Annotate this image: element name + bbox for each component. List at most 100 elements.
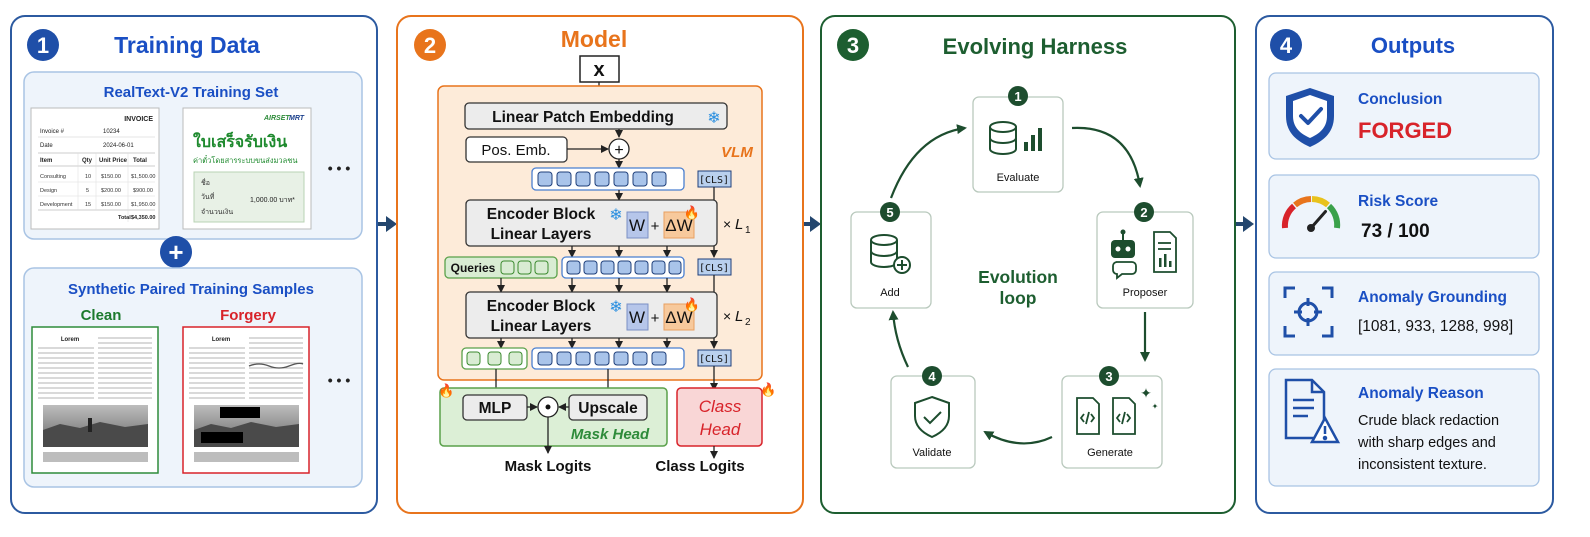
database-chart-icon [989,121,1042,155]
step-generate: 3 ✦ ✦ Generate [1061,366,1163,469]
more-samples-ellipsis: • • • [328,372,351,388]
receipt-brand-logo: AIRSET [263,115,290,122]
risk-score-value: 73 / 100 [1361,221,1430,242]
invoice-col-header: Total [133,158,147,164]
patch-embedding-block [464,102,728,130]
receipt-line: ชื่อ [201,178,210,187]
fire-icon: 🔥 [760,382,776,397]
invoice-row: Development 15 $150.00 $1,950.00 [40,202,155,208]
panel-connector-arrow [378,216,397,232]
panel-title: Model [561,26,627,52]
invoice-col-header: Item [40,158,52,164]
svg-text:Consulting: Consulting [40,174,66,180]
invoice-row: Consulting 10 $150.00 $1,500.00 [40,174,155,180]
svg-text:+: + [651,310,660,327]
realtext-title: RealText-V2 Training Set [104,84,279,101]
svg-text:[CLS]: [CLS] [699,354,729,365]
panel-title: Outputs [1371,33,1455,58]
snowflake-icon: ❄ [609,207,622,224]
clean-label: Clean [81,307,122,324]
svg-text:1: 1 [745,225,751,236]
anomaly-grounding-value: [1081, 933, 1288, 998] [1358,318,1513,335]
anomaly-reason-label: Anomaly Reason [1358,385,1484,402]
loop-arrow [1071,126,1144,188]
step-badge-2-number: 2 [424,33,436,58]
redaction-box [201,432,243,443]
invoice-field-value: 2024-06-01 [103,143,134,149]
repeat-times: × [723,216,731,232]
receipt-subtitle: ค่าตั๋วโดยสารระบบขนส่งมวลชน [193,155,297,165]
receipt-line: วันที่ [201,192,215,201]
svg-text:ΔW: ΔW [665,216,692,235]
invoice-row: Design 5 $200.00 $900.00 [40,188,153,194]
svg-text:4: 4 [928,369,936,384]
step-label: Validate [913,447,952,459]
mlp-label: MLP [479,400,512,417]
encoder-block-label: Encoder Block [487,206,596,223]
crosshair-icon [1283,286,1334,338]
svg-text:+: + [168,237,183,267]
svg-text:3: 3 [1105,369,1112,384]
svg-text:ΔW: ΔW [665,308,692,327]
code-file-icon [1076,397,1136,435]
doc-heading: Lorem [61,337,79,343]
forgery-label: Forgery [220,307,277,324]
svg-text:Development: Development [40,202,73,208]
invoice-field-label: Date [40,143,53,149]
encoder-block-2: Encoder Block Linear Layers ❄ W + ΔW 🔥 [465,291,718,339]
token-sequence [531,167,685,191]
step-label: Proposer [1123,287,1168,299]
mask-head: 🔥 MLP Upscale Mask Head [438,383,668,447]
class-head-label: Head [700,420,741,439]
patch-embedding-label: Linear Patch Embedding [492,109,674,126]
fire-icon: 🔥 [684,297,700,312]
anomaly-reason-card: Anomaly Reason Crude black redaction wit… [1268,368,1540,487]
document-warning-icon [1284,378,1341,444]
invoice-field-value: 10234 [103,129,120,135]
svg-text:W: W [629,308,645,327]
panel-training-data: 1 Training Data RealText-V2 Training Set… [10,15,378,514]
encoder-layers-label: Linear Layers [491,318,592,335]
svg-text:$200.00: $200.00 [101,188,121,194]
step-label: Evaluate [997,172,1040,184]
svg-text:$1,500.00: $1,500.00 [131,174,155,180]
step-add: 5 Add [850,202,932,309]
mask-logits-label: Mask Logits [505,458,592,475]
step-badge-4-number: 4 [1280,33,1293,58]
report-icon [1153,231,1177,273]
conclusion-label: Conclusion [1358,91,1442,108]
invoice-document: INVOICE Invoice # 10234 Date 2024-06-01 … [30,107,160,230]
redaction-box [220,407,260,418]
svg-text:2: 2 [745,317,751,328]
receipt-line: จำนวนเงิน [201,208,233,216]
svg-text:1: 1 [1014,89,1021,104]
upscale-label: Upscale [578,400,638,417]
step-badge-3-number: 3 [847,33,859,58]
svg-text:$900.00: $900.00 [133,188,153,194]
step-label: Generate [1087,447,1133,459]
robot-icon [1111,229,1137,280]
svg-text:$150.00: $150.00 [101,174,121,180]
layer-count-l1: L [735,216,743,233]
invoice-total-value: $4,350.00 [131,215,155,221]
conclusion-card: Conclusion FORGED [1268,72,1540,160]
anomaly-grounding-card: Anomaly Grounding [1081, 933, 1288, 998] [1268,271,1540,356]
svg-text:$1,950.00: $1,950.00 [131,202,155,208]
svg-text:[CLS]: [CLS] [699,175,729,186]
anomaly-reason-text: inconsistent texture. [1358,457,1487,473]
panel-model: 2 Model x VLM Linear Patch Embedding ❄ P… [396,15,804,514]
anomaly-reason-text: with sharp edges and [1357,435,1496,451]
input-x-box [579,55,620,83]
database-add-icon [870,234,911,274]
step-badge-1 [27,29,59,61]
panel-connector-arrow [1236,216,1254,232]
step-badge-1-number: 1 [37,33,49,58]
shield-check-icon [914,395,950,439]
step-badge-4 [1270,29,1302,61]
step-proposer: 2 Proposer [1096,202,1194,309]
svg-text:[CLS]: [CLS] [699,263,729,274]
snowflake-icon: ❄ [707,110,720,127]
fire-icon: 🔥 [438,383,454,398]
class-head: Class Head 🔥 [676,382,776,447]
